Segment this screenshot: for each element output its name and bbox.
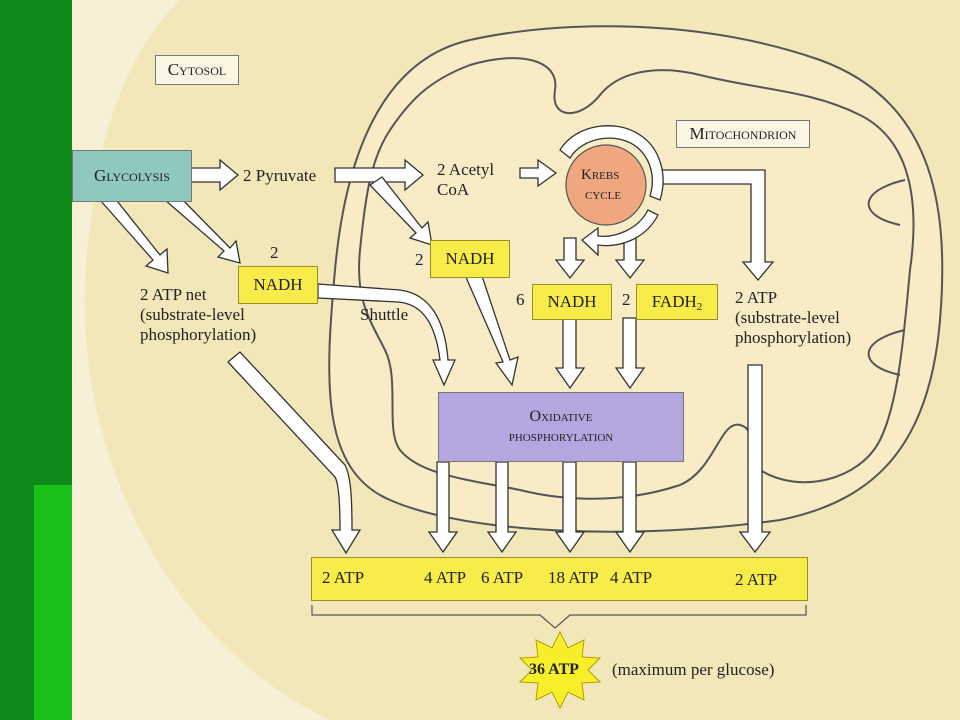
acetyl-coa-label-1: 2 Acetyl (437, 160, 495, 179)
starburst-icon (518, 630, 602, 710)
fadh-subscript: 2 (696, 301, 703, 313)
atp-yield-4: 4 ATP (610, 568, 653, 587)
atp-yield-krebs: 2 ATP (735, 570, 778, 589)
krebs-cycle-arrow-icon (559, 125, 664, 257)
fadh-count: 2 (622, 290, 631, 309)
crista-fold (867, 179, 906, 226)
mitochondrion-text: Mitochondrion (689, 124, 797, 143)
fadh-text: FADH (651, 292, 697, 311)
acetyl-coa-label-2: CoA (437, 180, 470, 199)
glycolysis-box: Glycolysis (72, 150, 192, 202)
total-note: (maximum per glucose) (612, 660, 775, 679)
atp-yield-bar (311, 557, 808, 601)
atp-yield-2: 6 ATP (481, 568, 524, 587)
atp-krebs-label-1: 2 ATP (735, 288, 778, 307)
nadh-acetyl-box: NADH (430, 240, 510, 278)
glycolysis-text: Glycolysis (94, 166, 170, 185)
cytosol-text: Cytosol (167, 60, 227, 79)
krebs-label-2: cycle (585, 187, 622, 203)
atp-bracket (311, 605, 807, 629)
atp-net-label-1: 2 ATP net (140, 285, 207, 304)
shuttle-label: Shuttle (360, 305, 409, 324)
atp-krebs-label-2: (substrate-level (735, 308, 840, 327)
atp-yield-glycolysis: 2 ATP (322, 568, 365, 587)
nadh-krebs-text: NADH (547, 292, 597, 311)
oxidative-phosphorylation-box: Oxidative phosphorylation (438, 392, 684, 462)
sidebar-stripe (34, 485, 72, 720)
total-atp: 36 ATP (529, 661, 579, 678)
arrow-icon (99, 158, 775, 555)
oxphos-text-2: phosphorylation (508, 428, 614, 445)
krebs-cycle-circle (565, 144, 647, 226)
oxphos-text-1: Oxidative (529, 408, 593, 425)
nadh-glyco-count: 2 (270, 243, 279, 262)
atp-net-label-2: (substrate-level (140, 305, 245, 324)
cytosol-label: Cytosol (155, 55, 239, 85)
mitochondrion-label: Mitochondrion (676, 120, 810, 148)
nadh-glyco-text: NADH (253, 275, 303, 294)
nadh-glyco-box: NADH (238, 266, 318, 304)
crista-fold (867, 329, 906, 376)
atp-yield-3: 18 ATP (548, 568, 599, 587)
nadh-acetyl-text: NADH (445, 249, 495, 268)
krebs-label-1: Krebs (581, 167, 620, 183)
atp-yield-1: 4 ATP (424, 568, 467, 587)
pyruvate-label: 2 Pyruvate (243, 166, 317, 185)
nadh-krebs-box: NADH (532, 284, 612, 320)
atp-net-label-3: phosphorylation) (140, 325, 257, 344)
nadh-acetyl-count: 2 (415, 250, 424, 269)
nadh-krebs-count: 6 (516, 290, 525, 309)
atp-krebs-label-3: phosphorylation) (735, 328, 852, 347)
